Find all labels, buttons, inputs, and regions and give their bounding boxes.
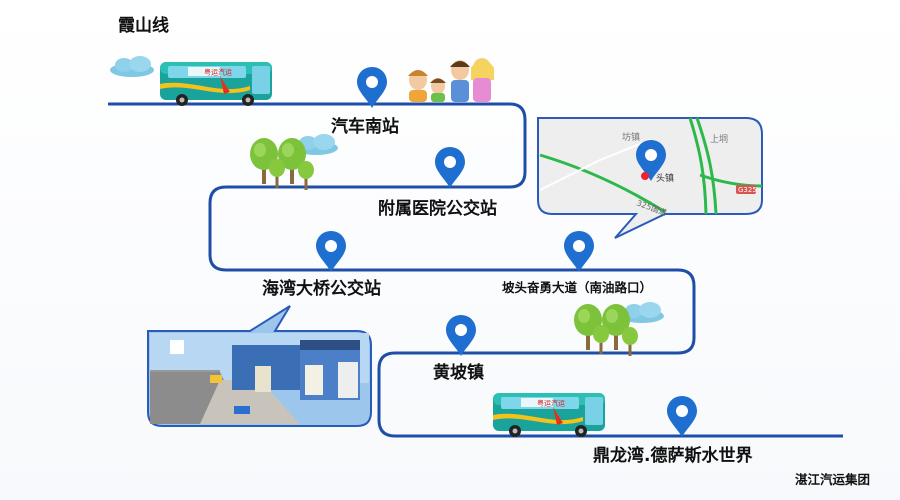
map-label: 上垌	[710, 134, 728, 145]
stop-pin-2	[435, 147, 465, 188]
stop-pin-6	[667, 396, 697, 437]
bus-company-text: 粤运汽运	[537, 399, 565, 408]
brand-label: 湛江汽运集团	[795, 472, 870, 487]
map-label: 头镇	[656, 172, 674, 184]
stop-pin-5	[446, 315, 476, 356]
stop-label-6: 鼎龙湾.德萨斯水世界	[593, 445, 752, 466]
map-road-badge: G325	[738, 186, 757, 194]
map-inset: 坊镇 上垌 头镇 325国道 G325	[538, 118, 762, 238]
map-marker-dot	[641, 172, 649, 180]
stop-label-4: 坡头奋勇大道（南油路口）	[502, 280, 652, 295]
stop-label-3: 海湾大桥公交站	[262, 278, 381, 299]
stop-pin-1	[357, 67, 387, 108]
stop-label-2: 附属医院公交站	[378, 198, 497, 219]
bus-illustration: 粤运汽运	[160, 62, 272, 106]
stop-label-5: 黄坡镇	[433, 362, 484, 383]
street-photo-inset	[148, 306, 371, 426]
stop-label-1: 汽车南站	[331, 116, 399, 137]
family-illustration	[408, 58, 494, 102]
stop-pin-4	[564, 231, 594, 272]
map-label: 坊镇	[622, 131, 640, 143]
bus-company-text: 粤运汽运	[204, 68, 232, 77]
cloud-icon	[110, 56, 154, 77]
bus-illustration: 粤运汽运	[493, 393, 605, 437]
route-title: 霞山线	[118, 15, 169, 36]
stop-pin-3	[316, 231, 346, 272]
